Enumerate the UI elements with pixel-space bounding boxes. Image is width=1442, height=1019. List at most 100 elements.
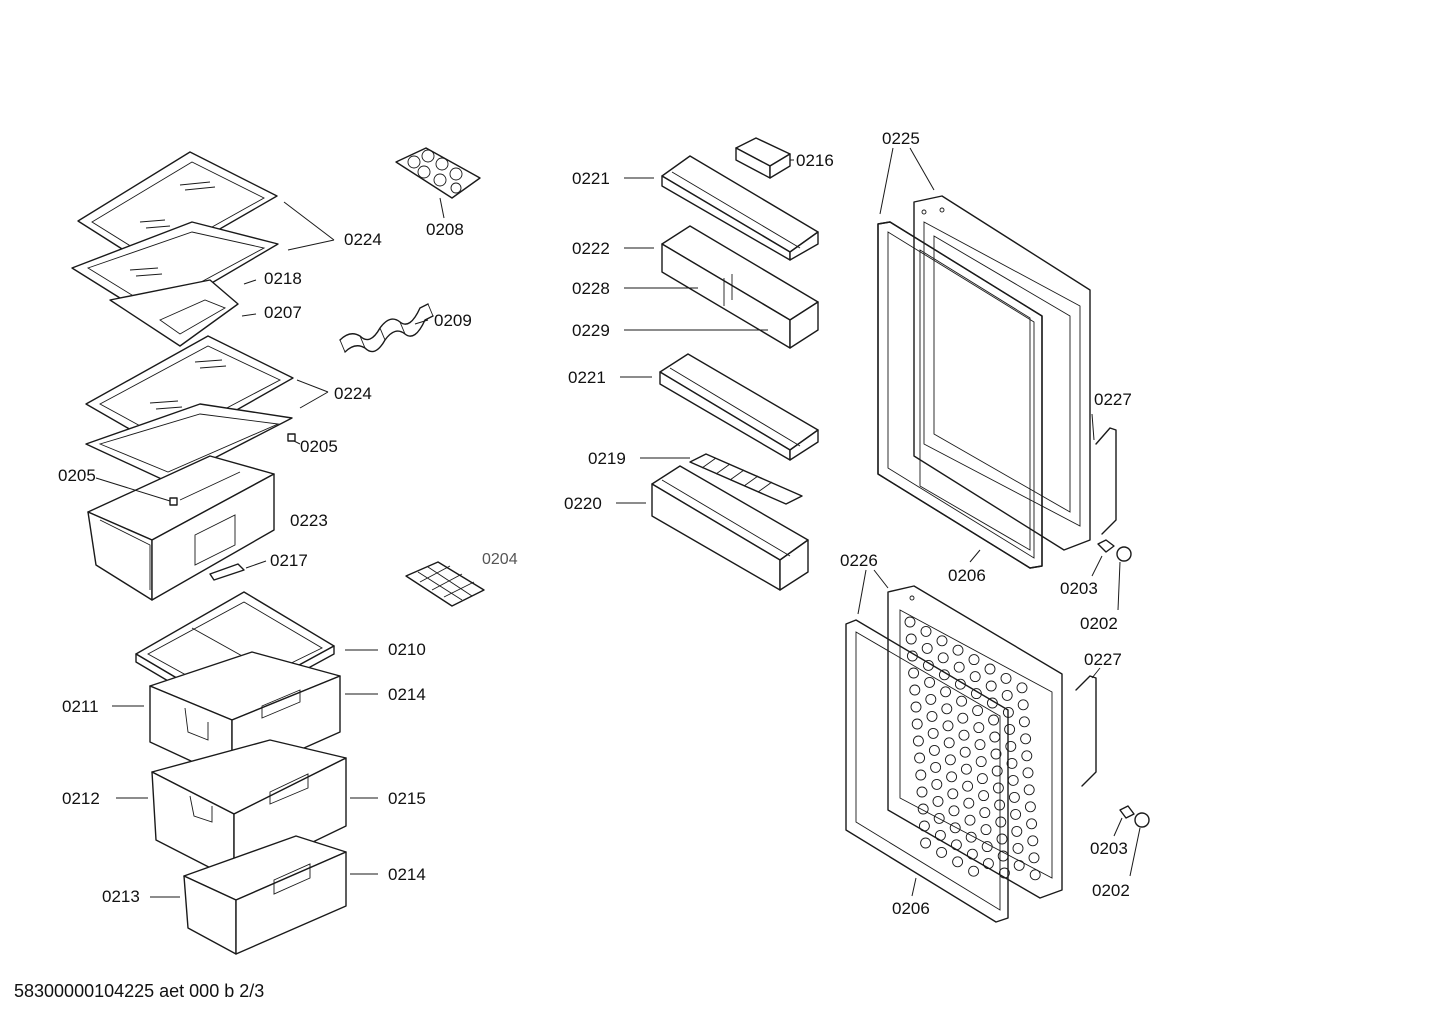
hinge-cap-upper xyxy=(1116,546,1132,562)
door-dimple xyxy=(973,722,985,734)
door-dimple xyxy=(921,642,933,654)
door-dimple xyxy=(920,625,932,637)
door-dimple xyxy=(940,686,952,698)
clip-part-a xyxy=(287,433,296,442)
label-0220: 0220 xyxy=(564,494,602,513)
door-dimple xyxy=(925,693,937,705)
door-dimple xyxy=(912,735,924,747)
label-0202-upper: 0202 xyxy=(1080,614,1118,633)
hinge-cap-lower xyxy=(1134,812,1150,828)
fridge-door xyxy=(913,195,1091,551)
door-dimple xyxy=(908,667,920,679)
door-dimple xyxy=(915,769,927,781)
door-dimple xyxy=(963,797,975,809)
door-dimple xyxy=(1028,852,1040,864)
door-dimple xyxy=(1001,689,1013,701)
door-dimple xyxy=(914,752,926,764)
door-dimple xyxy=(976,773,988,785)
door-dimple xyxy=(937,652,949,664)
door-dimple xyxy=(936,846,948,858)
door-dimple xyxy=(1016,682,1028,694)
label-0216: 0216 xyxy=(796,151,834,170)
freezer-drawer-bottom xyxy=(183,835,347,955)
door-dimple xyxy=(1021,750,1033,762)
door-dimple xyxy=(979,807,991,819)
door-dimple xyxy=(947,788,959,800)
door-dimple xyxy=(1012,842,1024,854)
label-0222: 0222 xyxy=(572,239,610,258)
door-dimple xyxy=(995,816,1007,828)
door-dimple xyxy=(911,718,923,730)
label-0211: 0211 xyxy=(62,697,99,716)
label-0221-lower: 0221 xyxy=(568,368,606,387)
door-dimple xyxy=(960,763,972,775)
label-0208: 0208 xyxy=(426,220,464,239)
door-dimple xyxy=(950,839,962,851)
door-dimple xyxy=(958,729,970,741)
freezer-door-handle xyxy=(1075,675,1097,787)
label-0219: 0219 xyxy=(588,449,626,468)
door-dimple xyxy=(1018,716,1030,728)
door-dimple xyxy=(936,635,948,647)
door-dimple xyxy=(916,786,928,798)
door-dimple xyxy=(905,633,917,645)
label-0215: 0215 xyxy=(388,789,426,808)
door-dimple xyxy=(1008,791,1020,803)
label-0205-right: 0205 xyxy=(300,437,338,456)
small-container xyxy=(735,137,791,179)
door-dimple xyxy=(934,829,946,841)
door-dimple xyxy=(978,790,990,802)
door-balcony-top xyxy=(661,155,819,261)
door-dimple xyxy=(949,822,961,834)
door-dimple xyxy=(953,661,965,673)
door-dimple xyxy=(981,841,993,853)
door-dimple xyxy=(990,748,1002,760)
clip-part-b xyxy=(169,497,178,506)
freezer-door-dimple-grid xyxy=(904,616,1041,881)
door-dimple xyxy=(962,780,974,792)
door-dimple xyxy=(959,746,971,758)
door-balcony-covered xyxy=(661,225,819,349)
door-dimple xyxy=(975,756,987,768)
door-dimple xyxy=(1011,825,1023,837)
label-0221-upper: 0221 xyxy=(572,169,610,188)
ice-cube-tray xyxy=(405,561,485,607)
door-dimple xyxy=(948,805,960,817)
door-dimple xyxy=(985,680,997,692)
label-0224-lower: 0224 xyxy=(334,384,372,403)
door-dimple xyxy=(992,782,1004,794)
door-dimple xyxy=(910,701,922,713)
door-dimple xyxy=(1010,808,1022,820)
door-dimple xyxy=(1006,757,1018,769)
door-dimple xyxy=(1022,767,1034,779)
label-0227-lower: 0227 xyxy=(1084,650,1122,669)
door-dimple xyxy=(909,684,921,696)
door-dimple xyxy=(966,848,978,860)
label-0225: 0225 xyxy=(882,129,920,148)
door-dimple xyxy=(926,710,938,722)
label-0207: 0207 xyxy=(264,303,302,322)
label-0228: 0228 xyxy=(572,279,610,298)
door-dimple xyxy=(933,812,945,824)
freezer-door-gasket xyxy=(845,619,1009,923)
door-dimple xyxy=(941,703,953,715)
door-dimple xyxy=(984,663,996,675)
door-dimple xyxy=(917,803,929,815)
label-0229: 0229 xyxy=(572,321,610,340)
door-dimple xyxy=(991,765,1003,777)
shelf-bracket xyxy=(109,279,239,347)
door-dimple xyxy=(946,771,958,783)
door-dimple xyxy=(944,754,956,766)
door-dimple xyxy=(957,712,969,724)
door-dimple xyxy=(974,739,986,751)
door-dimple xyxy=(969,671,981,683)
fridge-door-gasket xyxy=(877,221,1043,569)
door-dimple xyxy=(968,654,980,666)
crisper-drawer xyxy=(87,455,275,601)
door-dimple xyxy=(980,824,992,836)
door-dimple xyxy=(968,865,980,877)
door-dimple xyxy=(1026,818,1038,830)
hinge-pin-lower xyxy=(1119,805,1135,819)
door-dimple xyxy=(924,676,936,688)
label-0202-lower: 0202 xyxy=(1092,881,1130,900)
